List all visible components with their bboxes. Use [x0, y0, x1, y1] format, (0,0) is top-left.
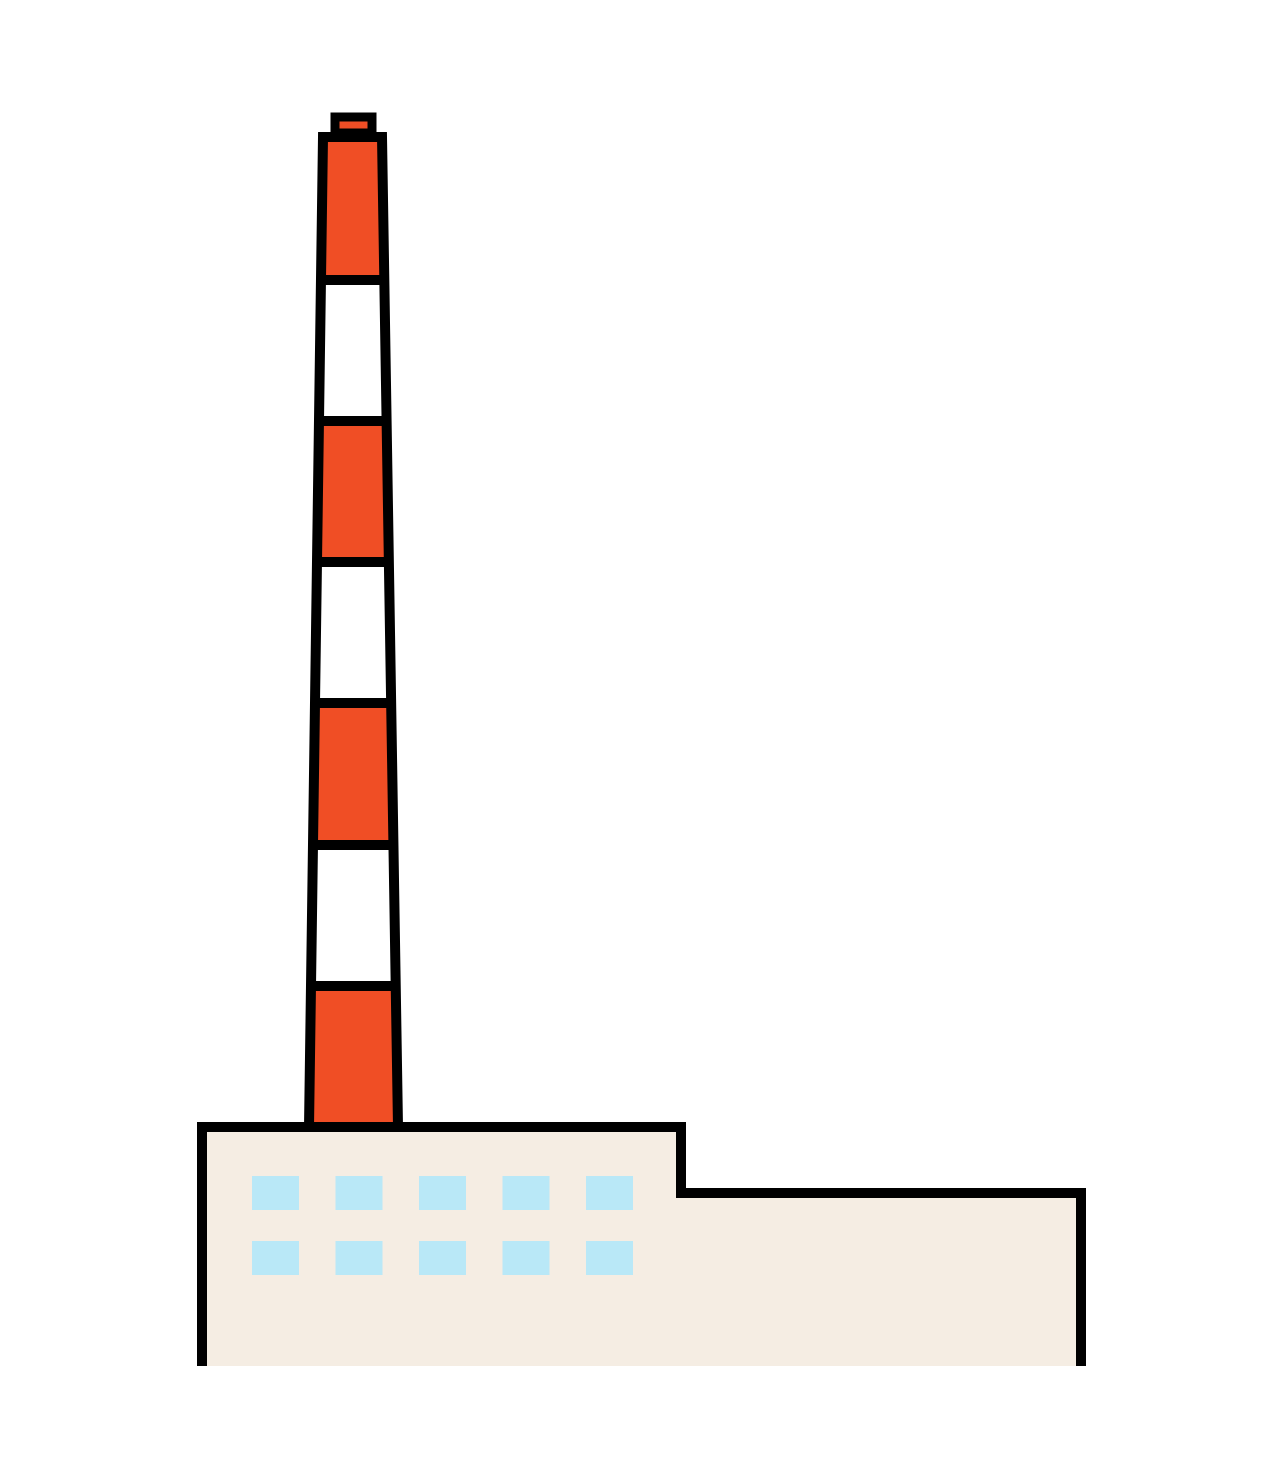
window [586, 1176, 633, 1210]
chimney-stripe-white [310, 845, 396, 986]
chimney-cap [330, 112, 377, 138]
window [419, 1241, 466, 1275]
chimney-stripe-red [312, 703, 394, 845]
building-windows [252, 1176, 633, 1275]
window [335, 1241, 383, 1275]
window [252, 1241, 299, 1275]
building-outline [197, 1122, 1086, 1366]
chimney-stripe-red [316, 421, 389, 562]
chimney-stripe-red [309, 986, 398, 1127]
window [502, 1241, 550, 1275]
window [252, 1176, 299, 1210]
window [335, 1176, 383, 1210]
chimney-stripe-white [314, 562, 392, 703]
window [502, 1176, 550, 1210]
chimney-stripes [309, 137, 398, 1127]
factory-building [197, 1122, 1086, 1366]
chimney-band-lines [310, 275, 396, 991]
window [586, 1241, 633, 1275]
chimney-stripe-red [320, 137, 385, 280]
chimney-stripe-white [318, 280, 387, 421]
window [419, 1176, 466, 1210]
